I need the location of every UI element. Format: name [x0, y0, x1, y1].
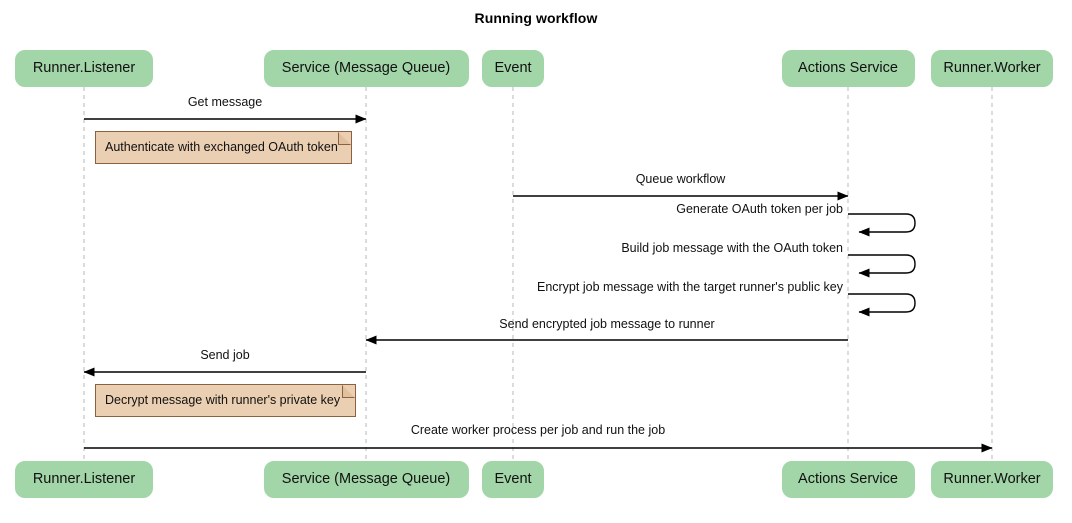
- participant-runner-listener-top[interactable]: Runner.Listener: [15, 50, 153, 87]
- message-label-build-job-message-with-the-oauth-token: Build job message with the OAuth token: [621, 241, 843, 255]
- participant-runner-worker-bottom[interactable]: Runner.Worker: [931, 461, 1053, 498]
- note-fold-corner-icon: [342, 385, 355, 398]
- self-loop-generate-oauth-token-per-job: [848, 213, 916, 237]
- message-label-send-encrypted-job-message-to-runner: Send encrypted job message to runner: [499, 317, 715, 331]
- note-authenticate-with-exchanged-oauth-token: Authenticate with exchanged OAuth token: [95, 131, 352, 164]
- note-text: Decrypt message with runner's private ke…: [105, 393, 341, 407]
- message-label-get-message: Get message: [187, 95, 263, 109]
- message-label-send-job: Send job: [200, 348, 250, 362]
- message-label-create-worker-process-per-job-and-run-the-job: Create worker process per job and run th…: [410, 423, 666, 437]
- lifelines: [83, 87, 993, 461]
- note-text: Authenticate with exchanged OAuth token: [105, 140, 338, 154]
- note-fold-corner-icon: [338, 132, 351, 145]
- participant-runner-listener-bottom[interactable]: Runner.Listener: [15, 461, 153, 498]
- participant-event-bottom[interactable]: Event: [482, 461, 544, 498]
- message-label-queue-workflow: Queue workflow: [635, 172, 726, 186]
- self-loop-build-job-message-with-the-oauth-token: [848, 254, 916, 278]
- page-title: Running workflow: [474, 10, 598, 26]
- self-loop-encrypt-job-message-with-the-target-runners-public-key: [848, 293, 916, 317]
- message-arrows: [83, 114, 993, 453]
- participant-actions-service-top[interactable]: Actions Service: [781, 50, 915, 87]
- participant-service-message-queue-bottom[interactable]: Service (Message Queue): [263, 461, 469, 498]
- note-decrypt-message-with-runners-private-key: Decrypt message with runner's private ke…: [95, 384, 356, 417]
- participant-runner-worker-top[interactable]: Runner.Worker: [931, 50, 1053, 87]
- message-label-generate-oauth-token-per-job: Generate OAuth token per job: [676, 202, 843, 216]
- participant-service-message-queue-top[interactable]: Service (Message Queue): [263, 50, 469, 87]
- participant-event-top[interactable]: Event: [482, 50, 544, 87]
- participant-actions-service-bottom[interactable]: Actions Service: [781, 461, 915, 498]
- message-label-encrypt-job-message-with-the-target-runners-public-key: Encrypt job message with the target runn…: [536, 280, 843, 294]
